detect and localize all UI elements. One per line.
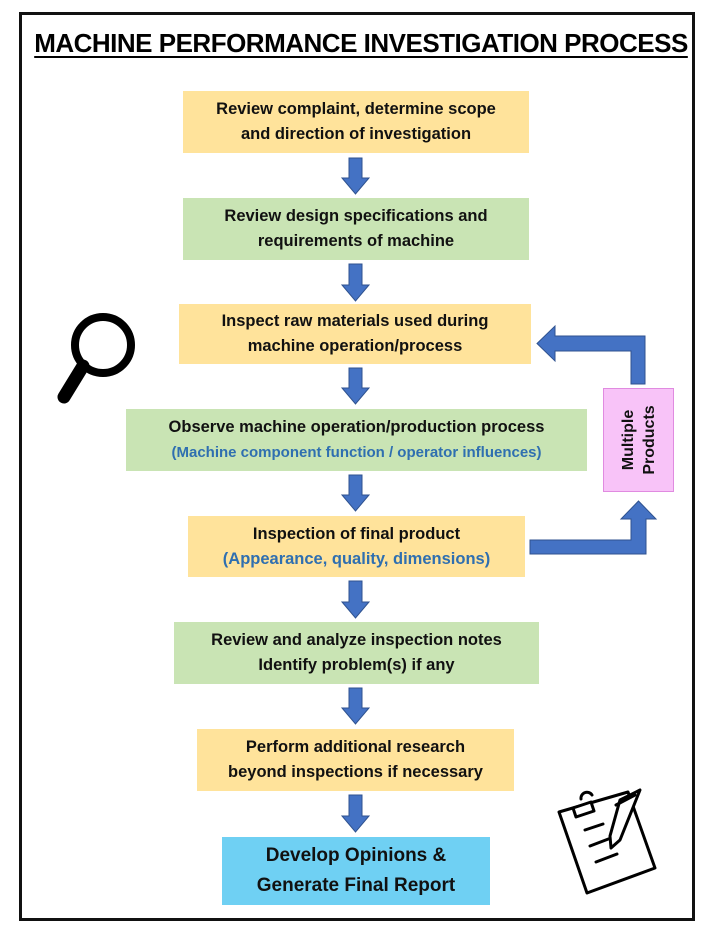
step-line: Perform additional research	[245, 738, 466, 756]
step-additional-research: Perform additional research beyond inspe…	[197, 729, 514, 791]
step-line: Review complaint, determine scope	[216, 100, 496, 118]
page-title: MACHINE PERFORMANCE INVESTIGATION PROCES…	[34, 28, 688, 58]
arrow-down-icon	[340, 474, 371, 512]
step-line: Inspect raw materials used during	[221, 312, 489, 330]
step-line: Generate Final Report	[256, 875, 456, 896]
step-final-report: Develop Opinions & Generate Final Report	[222, 837, 490, 905]
arrow-down-icon	[340, 367, 371, 405]
arrow-down-icon	[340, 794, 371, 833]
step-review-design-specs: Review design specifications and require…	[183, 198, 529, 260]
step-line: Review design specifications and	[224, 207, 488, 225]
loop-arrow-icon	[529, 500, 658, 555]
loop-arrow-icon	[536, 324, 646, 385]
step-review-inspection-notes: Review and analyze inspection notes Iden…	[174, 622, 539, 684]
step-line: beyond inspections if necessary	[228, 763, 483, 781]
step-line: Develop Opinions &	[265, 845, 447, 866]
step-line: Observe machine operation/production pro…	[168, 418, 545, 436]
step-line: machine operation/process	[247, 337, 463, 355]
step-line: and direction of investigation	[240, 125, 472, 143]
step-observe-operation: Observe machine operation/production pro…	[126, 409, 587, 471]
step-line: Inspection of final product	[252, 524, 461, 543]
step-subtext: (Appearance, quality, dimensions)	[222, 549, 491, 568]
multiple-products-box: Multiple Products	[603, 388, 674, 492]
step-line: Review and analyze inspection notes	[211, 631, 502, 649]
clipboard-pencil-icon	[557, 788, 657, 895]
arrow-down-icon	[340, 580, 371, 619]
magnifier-icon	[57, 313, 135, 404]
step-line: requirements of machine	[257, 232, 455, 250]
step-line: Identify problem(s) if any	[258, 656, 455, 674]
step-review-complaint: Review complaint, determine scope and di…	[183, 91, 529, 153]
step-subtext: (Machine component function / operator i…	[171, 444, 542, 461]
arrow-down-icon	[340, 263, 371, 302]
step-inspect-final-product: Inspection of final product (Appearance,…	[188, 516, 525, 577]
arrow-down-icon	[340, 687, 371, 725]
step-inspect-raw-materials: Inspect raw materials used during machin…	[179, 304, 531, 364]
arrow-down-icon	[340, 157, 371, 195]
